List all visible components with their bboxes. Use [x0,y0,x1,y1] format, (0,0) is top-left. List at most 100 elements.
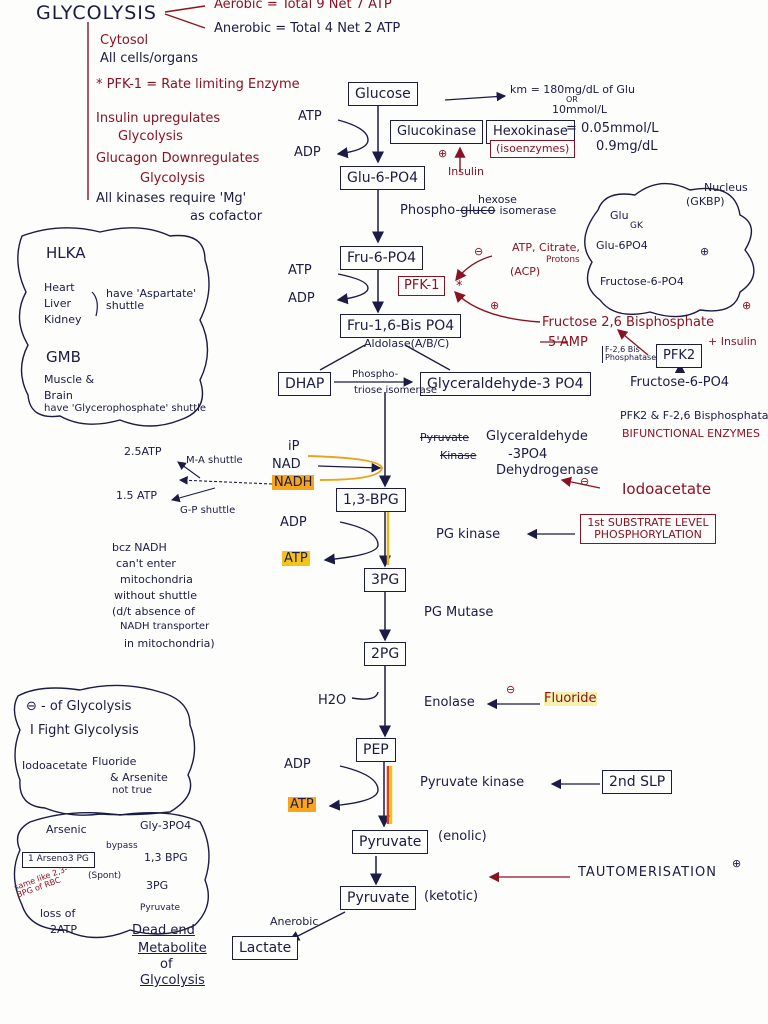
shuttle-note-3: mitochondria [120,573,193,586]
hexokinase-km-1: = 0.05mmol/L [566,121,659,136]
insulin-plus-label: + Insulin [708,335,757,348]
tautomerisation-plus-icon: ⊕ [732,857,742,870]
atp-1-5: 1.5 ATP [116,489,158,502]
arseno-3pg-box: 1 Arseno3 PG [22,852,95,868]
deadend-2: Metabolite [138,941,207,956]
pfk1-plus-icon: ⊕ [490,299,500,312]
inhibit-fight: I Fight Glycolysis [30,723,139,738]
fru-1-6-bispo4-box: Fru-1,6-Bis PO4 [340,314,462,338]
cloud-outline-hlka [17,227,210,427]
iodoacetate-label: Iodoacetate [622,480,712,498]
shuttle-note-7: in mitochondria) [124,637,215,650]
nadh-label: NADH [272,475,315,490]
shuttle-note-4: without shuttle [114,589,197,602]
lactate-box: Lactate [232,936,299,960]
gmb-glycerophosphate-shuttle: have 'Glycerophosphate' shuttle [44,403,207,414]
adp-in-3: ADP [280,515,307,530]
deadend-1: Dead end [132,923,195,938]
pyruvate-kinase-label: Pyruvate kinase [420,775,525,790]
inhibit-iodoacetate: Iodoacetate [22,759,88,772]
triose-isomerase-2: triose isomerase [354,385,438,396]
cloud-outline-arsenic [13,811,210,939]
glu-6-po4-box: Glu-6-PO4 [340,166,425,190]
pfk1-inhibitors-protons: Protons [546,255,580,265]
note-cytosol: Cytosol [100,33,149,48]
3pg-box: 3PG [364,568,407,592]
note-cofactor: as cofactor [190,209,263,224]
cloud-g6p: Glu-6PO4 [596,239,648,252]
pfk1-star: * [456,279,463,294]
hexose-label: hexose [478,193,517,206]
km-glucokinase: km = 180mg/dL of Glu [510,83,635,96]
aldolase-label: Aldolase(A/B/C) [364,337,450,350]
cloud-gk: GK [630,221,643,231]
gmb-brain: Brain [44,389,73,402]
glucokinase-box: Glucokinase [390,120,484,144]
pfk1-inhibitors: ATP, Citrate, [512,241,580,254]
atp-out-3: ATP [282,551,310,566]
arsenic-spont: (Spont) [88,871,122,881]
triose-isomerase-1: Phospho- [352,369,399,380]
phospho-isomerase: Phospho-gluco isomerase [400,203,557,218]
2pg-box: 2PG [364,642,407,666]
amp-label: 5'AMP [548,335,588,350]
slp-2-box: 2nd SLP [602,770,673,794]
cloud-plus-icon: ⊕ [700,245,710,258]
note-glucagon: Glucagon Downregulates [96,151,260,166]
pg-mutase-label: PG Mutase [424,605,494,620]
enolase-minus-icon: ⊖ [506,683,516,696]
aerobic-note: Aerobic = Total 9 Net 7 ATP [214,0,392,12]
insulin-label: Insulin [448,165,485,178]
hlka-liver: Liver [44,297,71,310]
gp-shuttle: G-P shuttle [180,505,236,516]
substrate-level-phosphorylation-1: 1st SUBSTRATE LEVEL PHOSPHORYLATION [580,514,716,545]
1-3-bpg-box: 1,3-BPG [336,488,406,512]
gmb-muscle: Muscle & [44,373,95,386]
note-kinases-mg: All kinases require 'Mg' [96,191,247,206]
bifunctional-1: PFK2 & F-2,6 Bisphosphatase [620,409,768,422]
enolic-label: (enolic) [438,829,487,844]
minus-icon: ⊖ [26,699,42,714]
gapdh-name-2: -3PO4 [508,447,548,462]
arsenic-13bpg: 1,3 BPG [144,851,188,864]
inhibit-fluoride: Fluoride [92,755,137,768]
arsenic-loss: loss of [40,907,76,920]
enolase-label: Enolase [424,695,475,710]
note-all-cells: All cells/organs [100,51,199,66]
dhap-box: DHAP [278,372,332,396]
arsenic-bypass: bypass [106,841,138,851]
hlka-title: HLKA [46,244,86,262]
arsenic-3pg: 3PG [146,879,169,892]
pfk1-inhibitors-acp: (ACP) [510,265,541,278]
shuttle-note-2: can't enter [116,557,176,570]
deadend-4: Glycolysis [140,973,205,988]
shuttle-note-1: bcz NADH [112,541,167,554]
adp-out-1: ADP [294,145,321,160]
pfk1-minus-icon: ⊖ [474,245,484,258]
hlka-heart: Heart [44,281,75,294]
nucleus-label: Nucleus [704,181,748,194]
ketotic-label: (ketotic) [424,889,479,904]
glucose-box: Glucose [348,82,418,106]
anaerobic-note: Anerobic = Total 4 Net 2 ATP [214,21,401,36]
gapdh-strike-1: Pyruvate [420,431,469,444]
cloud-f6p: Fructose-6-PO4 [600,275,684,288]
deadend-3: of [160,957,173,972]
fructose-6-po4-right: Fructose-6-PO4 [630,375,730,390]
tautomerisation-label: TAUTOMERISATION [578,865,717,880]
note-insulin-2: Glycolysis [118,129,183,144]
inhibit-title: ⊖ - of Glycolysis [26,699,132,714]
inhibit-not-true: not true [112,785,153,796]
adp-out-2: ADP [288,291,315,306]
gapdh-name-3: Dehydrogenase [496,463,599,478]
pfk1-box: PFK-1 [398,276,446,297]
gmb-title: GMB [46,348,81,366]
km-mmol: 10mmol/L [552,103,608,116]
atp-out-4: ATP [288,797,316,812]
cloud-glu: Glu [610,209,629,222]
gapdh-name-1: Glyceraldehyde [486,429,588,444]
hlka-aspartate-shuttle: have 'Aspartate' shuttle [106,287,197,312]
arsenic-gly3p: Gly-3PO4 [140,819,192,832]
